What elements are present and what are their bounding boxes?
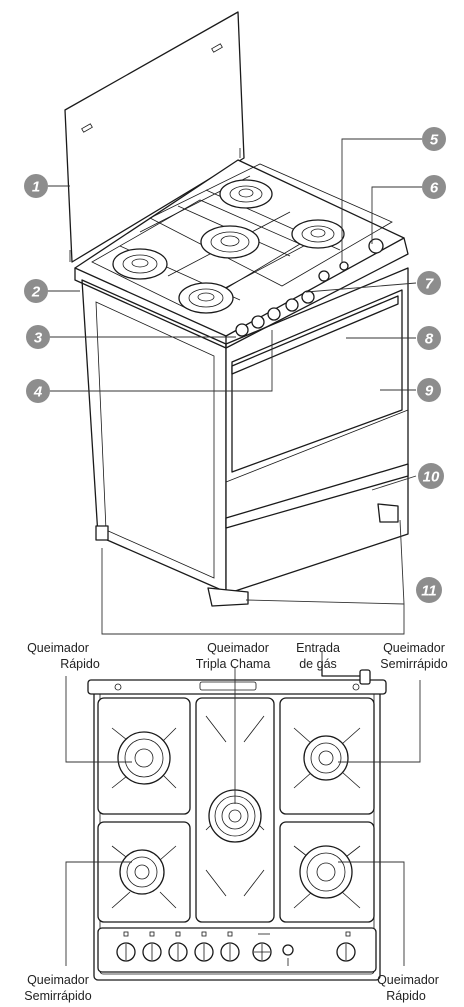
svg-text:6: 6 bbox=[430, 180, 439, 197]
svg-text:5: 5 bbox=[430, 132, 439, 149]
knob-2[interactable] bbox=[251, 315, 265, 329]
label-rapido-bottom-1: Queimador bbox=[377, 973, 439, 987]
plan-labels: Queimador Rápido Queimador Tripla Chama … bbox=[24, 641, 447, 1003]
foot-right bbox=[377, 503, 399, 523]
burner-rapido-bottom bbox=[299, 845, 353, 899]
svg-text:1: 1 bbox=[32, 179, 40, 196]
door-handle[interactable] bbox=[231, 295, 399, 375]
cooktop-plan bbox=[87, 663, 387, 981]
foot-front bbox=[207, 587, 249, 607]
badge-1: 1 bbox=[24, 174, 48, 198]
label-entrada-1: Entrada bbox=[296, 641, 340, 655]
label-rapido-top-2: Rápido bbox=[60, 657, 100, 671]
burner-front-right bbox=[291, 219, 345, 249]
label-rapido-bottom-2: Rápido bbox=[386, 989, 426, 1003]
badge-11: 11 bbox=[416, 577, 442, 603]
badge-6: 6 bbox=[422, 175, 446, 199]
label-semi-bottom-2: Semirrápido bbox=[24, 989, 91, 1003]
label-tripla-2: Tripla Chama bbox=[196, 657, 271, 671]
svg-text:4: 4 bbox=[33, 384, 43, 401]
burner-semirrapido-top bbox=[303, 735, 349, 781]
burner-rapido-top bbox=[117, 731, 171, 785]
svg-text:7: 7 bbox=[425, 276, 434, 293]
svg-text:10: 10 bbox=[423, 469, 440, 486]
burner-back-right bbox=[219, 179, 273, 209]
svg-text:8: 8 bbox=[425, 331, 434, 348]
burner-semirrapido-bottom bbox=[119, 849, 165, 895]
stove-perspective bbox=[64, 11, 409, 607]
knob-1[interactable] bbox=[235, 323, 249, 337]
badge-7: 7 bbox=[417, 271, 441, 295]
burner-back-left bbox=[112, 248, 168, 280]
badge-9: 9 bbox=[417, 378, 441, 402]
label-rapido-top-1: Queimador bbox=[27, 641, 89, 655]
knob-3[interactable] bbox=[267, 307, 281, 321]
glass-lid bbox=[64, 11, 245, 263]
plan-ignition-button[interactable] bbox=[282, 944, 294, 956]
badge-10: 10 bbox=[418, 463, 444, 489]
drawer[interactable] bbox=[225, 463, 409, 529]
label-entrada-2: de gás bbox=[299, 657, 337, 671]
badge-3: 3 bbox=[26, 325, 50, 349]
burner-center bbox=[200, 225, 260, 259]
foot-left bbox=[95, 525, 109, 541]
burner-front-left bbox=[178, 282, 234, 314]
badge-2: 2 bbox=[24, 279, 48, 303]
part-leaders bbox=[46, 138, 422, 635]
burners-perspective bbox=[112, 179, 345, 314]
label-semi-top-2: Semirrápido bbox=[380, 657, 447, 671]
label-semi-bottom-1: Queimador bbox=[27, 973, 89, 987]
gas-inlet bbox=[321, 663, 371, 685]
svg-text:9: 9 bbox=[425, 383, 434, 400]
knob-5[interactable] bbox=[301, 290, 315, 304]
control-panel bbox=[235, 238, 384, 337]
label-semi-top-1: Queimador bbox=[383, 641, 445, 655]
oven-knob[interactable] bbox=[368, 238, 384, 254]
svg-text:2: 2 bbox=[31, 284, 41, 301]
label-tripla-1: Queimador bbox=[207, 641, 269, 655]
plan-leaders bbox=[65, 652, 421, 966]
ignition-button[interactable] bbox=[339, 261, 349, 271]
oven-door bbox=[231, 289, 403, 473]
svg-text:11: 11 bbox=[421, 583, 437, 600]
badge-4: 4 bbox=[26, 379, 50, 403]
knob-4[interactable] bbox=[285, 298, 299, 312]
badge-5: 5 bbox=[422, 127, 446, 151]
timer-knob[interactable] bbox=[318, 270, 330, 282]
part-badges: 1 2 3 4 5 6 7 8 9 10 11 bbox=[24, 127, 446, 603]
badge-8: 8 bbox=[417, 326, 441, 350]
svg-text:3: 3 bbox=[34, 330, 43, 347]
